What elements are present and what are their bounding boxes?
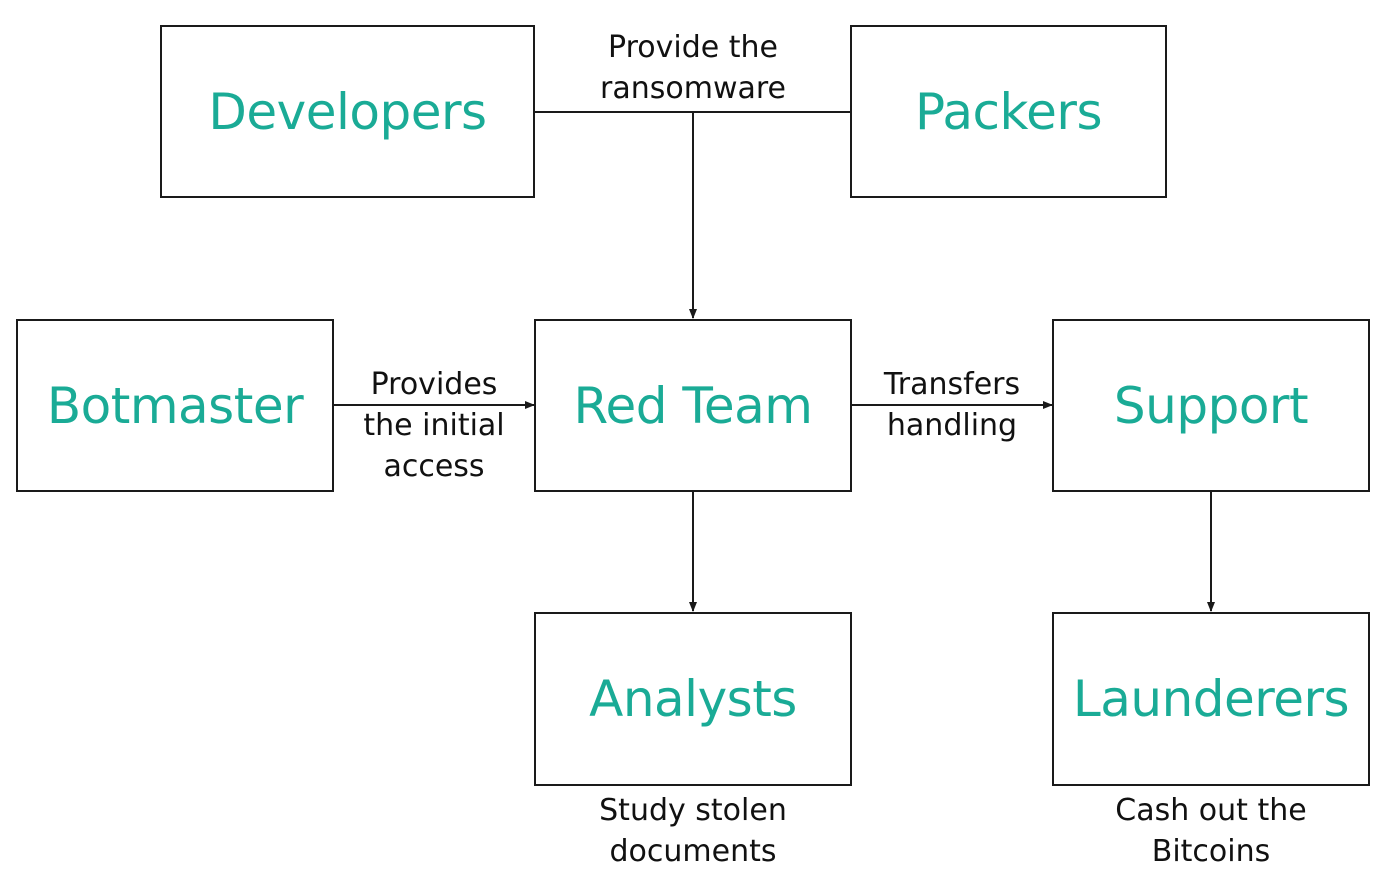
developers-label: Developers (208, 82, 487, 141)
support-box: Support (1052, 319, 1370, 492)
initial-access-edge-label: Provides the initial access (363, 367, 505, 484)
botmaster-box: Botmaster (16, 319, 334, 492)
red-team-box: Red Team (534, 319, 852, 492)
analysts-caption: Study stolen documents (599, 793, 787, 869)
launderers-box: Launderers (1052, 612, 1370, 786)
transfers-edge-label: Transfers handling (883, 367, 1021, 443)
launderers-label: Launderers (1072, 670, 1350, 728)
launderers-caption: Cash out the Bitcoins (1115, 793, 1307, 869)
support-label: Support (1113, 376, 1309, 435)
developers-box: Developers (160, 25, 535, 198)
ransomware-edge-label: Provide the ransomware (600, 30, 786, 106)
red-team-label: Red Team (573, 376, 813, 435)
botmaster-label: Botmaster (46, 376, 304, 435)
packers-box: Packers (850, 25, 1167, 198)
packers-label: Packers (914, 82, 1103, 141)
analysts-label: Analysts (589, 670, 797, 728)
analysts-box: Analysts (534, 612, 852, 786)
